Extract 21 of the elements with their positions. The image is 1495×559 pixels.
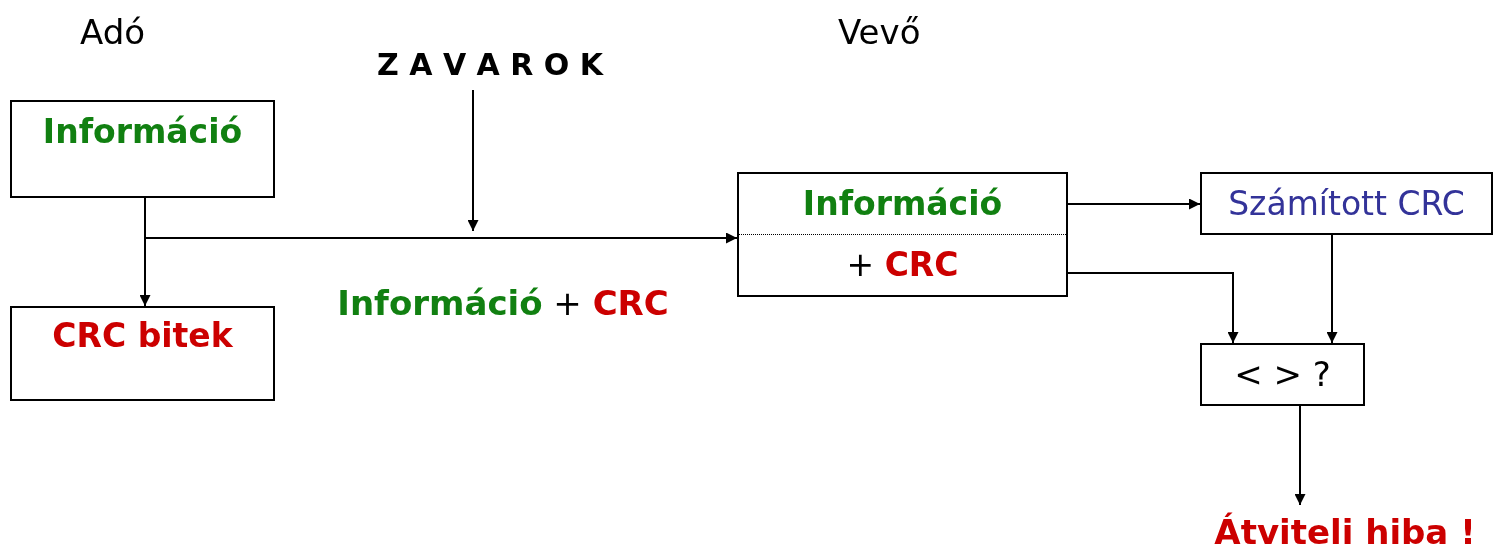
box-text: + CRC <box>846 245 959 285</box>
arrow <box>1067 272 1239 344</box>
arrow <box>1067 198 1201 210</box>
process-box <box>1200 172 1493 235</box>
box-text: < > ? <box>1234 354 1331 395</box>
noise-heading: Z A V A R O K <box>377 47 603 83</box>
box-text: Számított CRC <box>1228 183 1465 224</box>
box-text: Információ <box>802 184 1003 224</box>
box-text: Információ <box>42 111 243 152</box>
arrow <box>139 197 151 307</box>
arrow <box>1294 405 1306 506</box>
process-box <box>10 306 275 401</box>
error-text: Átviteli hiba ! <box>1214 511 1476 553</box>
side-label: Vevő <box>838 12 921 52</box>
arrow <box>1326 234 1338 344</box>
box-text: CRC bitek <box>52 315 233 356</box>
process-box <box>1200 343 1365 406</box>
side-label: Adó <box>80 12 146 52</box>
process-box <box>10 100 275 198</box>
receiver-box <box>737 172 1068 297</box>
arrow <box>467 89 479 232</box>
